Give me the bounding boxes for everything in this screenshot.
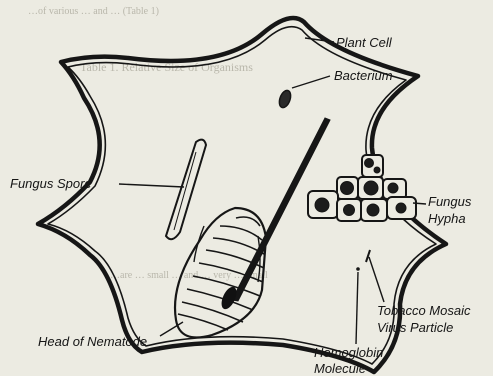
label-fungus-hypha-line2: Hypha — [428, 211, 466, 226]
label-tobacco-mosaic-line1: Tobacco Mosaic — [377, 303, 470, 318]
leader-hemoglobin — [356, 272, 358, 344]
label-plant-cell: Plant Cell — [336, 35, 392, 50]
label-head-of-nematode: Head of Nematode — [38, 334, 147, 349]
label-fungus-hypha-line1: Fungus — [428, 194, 471, 209]
leader-tobacco-mosaic — [369, 257, 384, 302]
label-fungus-spore: Fungus Spore — [10, 176, 92, 191]
leader-fungus-spore — [119, 184, 184, 187]
leader-fungus-hypha — [413, 203, 426, 204]
label-bacterium: Bacterium — [334, 68, 393, 83]
label-hemoglobin-line1: Hemoglobin — [314, 345, 383, 360]
fungus-hypha-shape — [308, 155, 416, 221]
bacterium-shape — [277, 89, 293, 109]
label-tobacco-mosaic-line2: Virus Particle — [377, 320, 453, 335]
hemoglobin-molecule-shape — [356, 267, 360, 271]
fungus-spore-shape — [166, 140, 206, 240]
leader-bacterium — [292, 76, 330, 88]
label-hemoglobin-line2: Molecule — [314, 361, 366, 376]
